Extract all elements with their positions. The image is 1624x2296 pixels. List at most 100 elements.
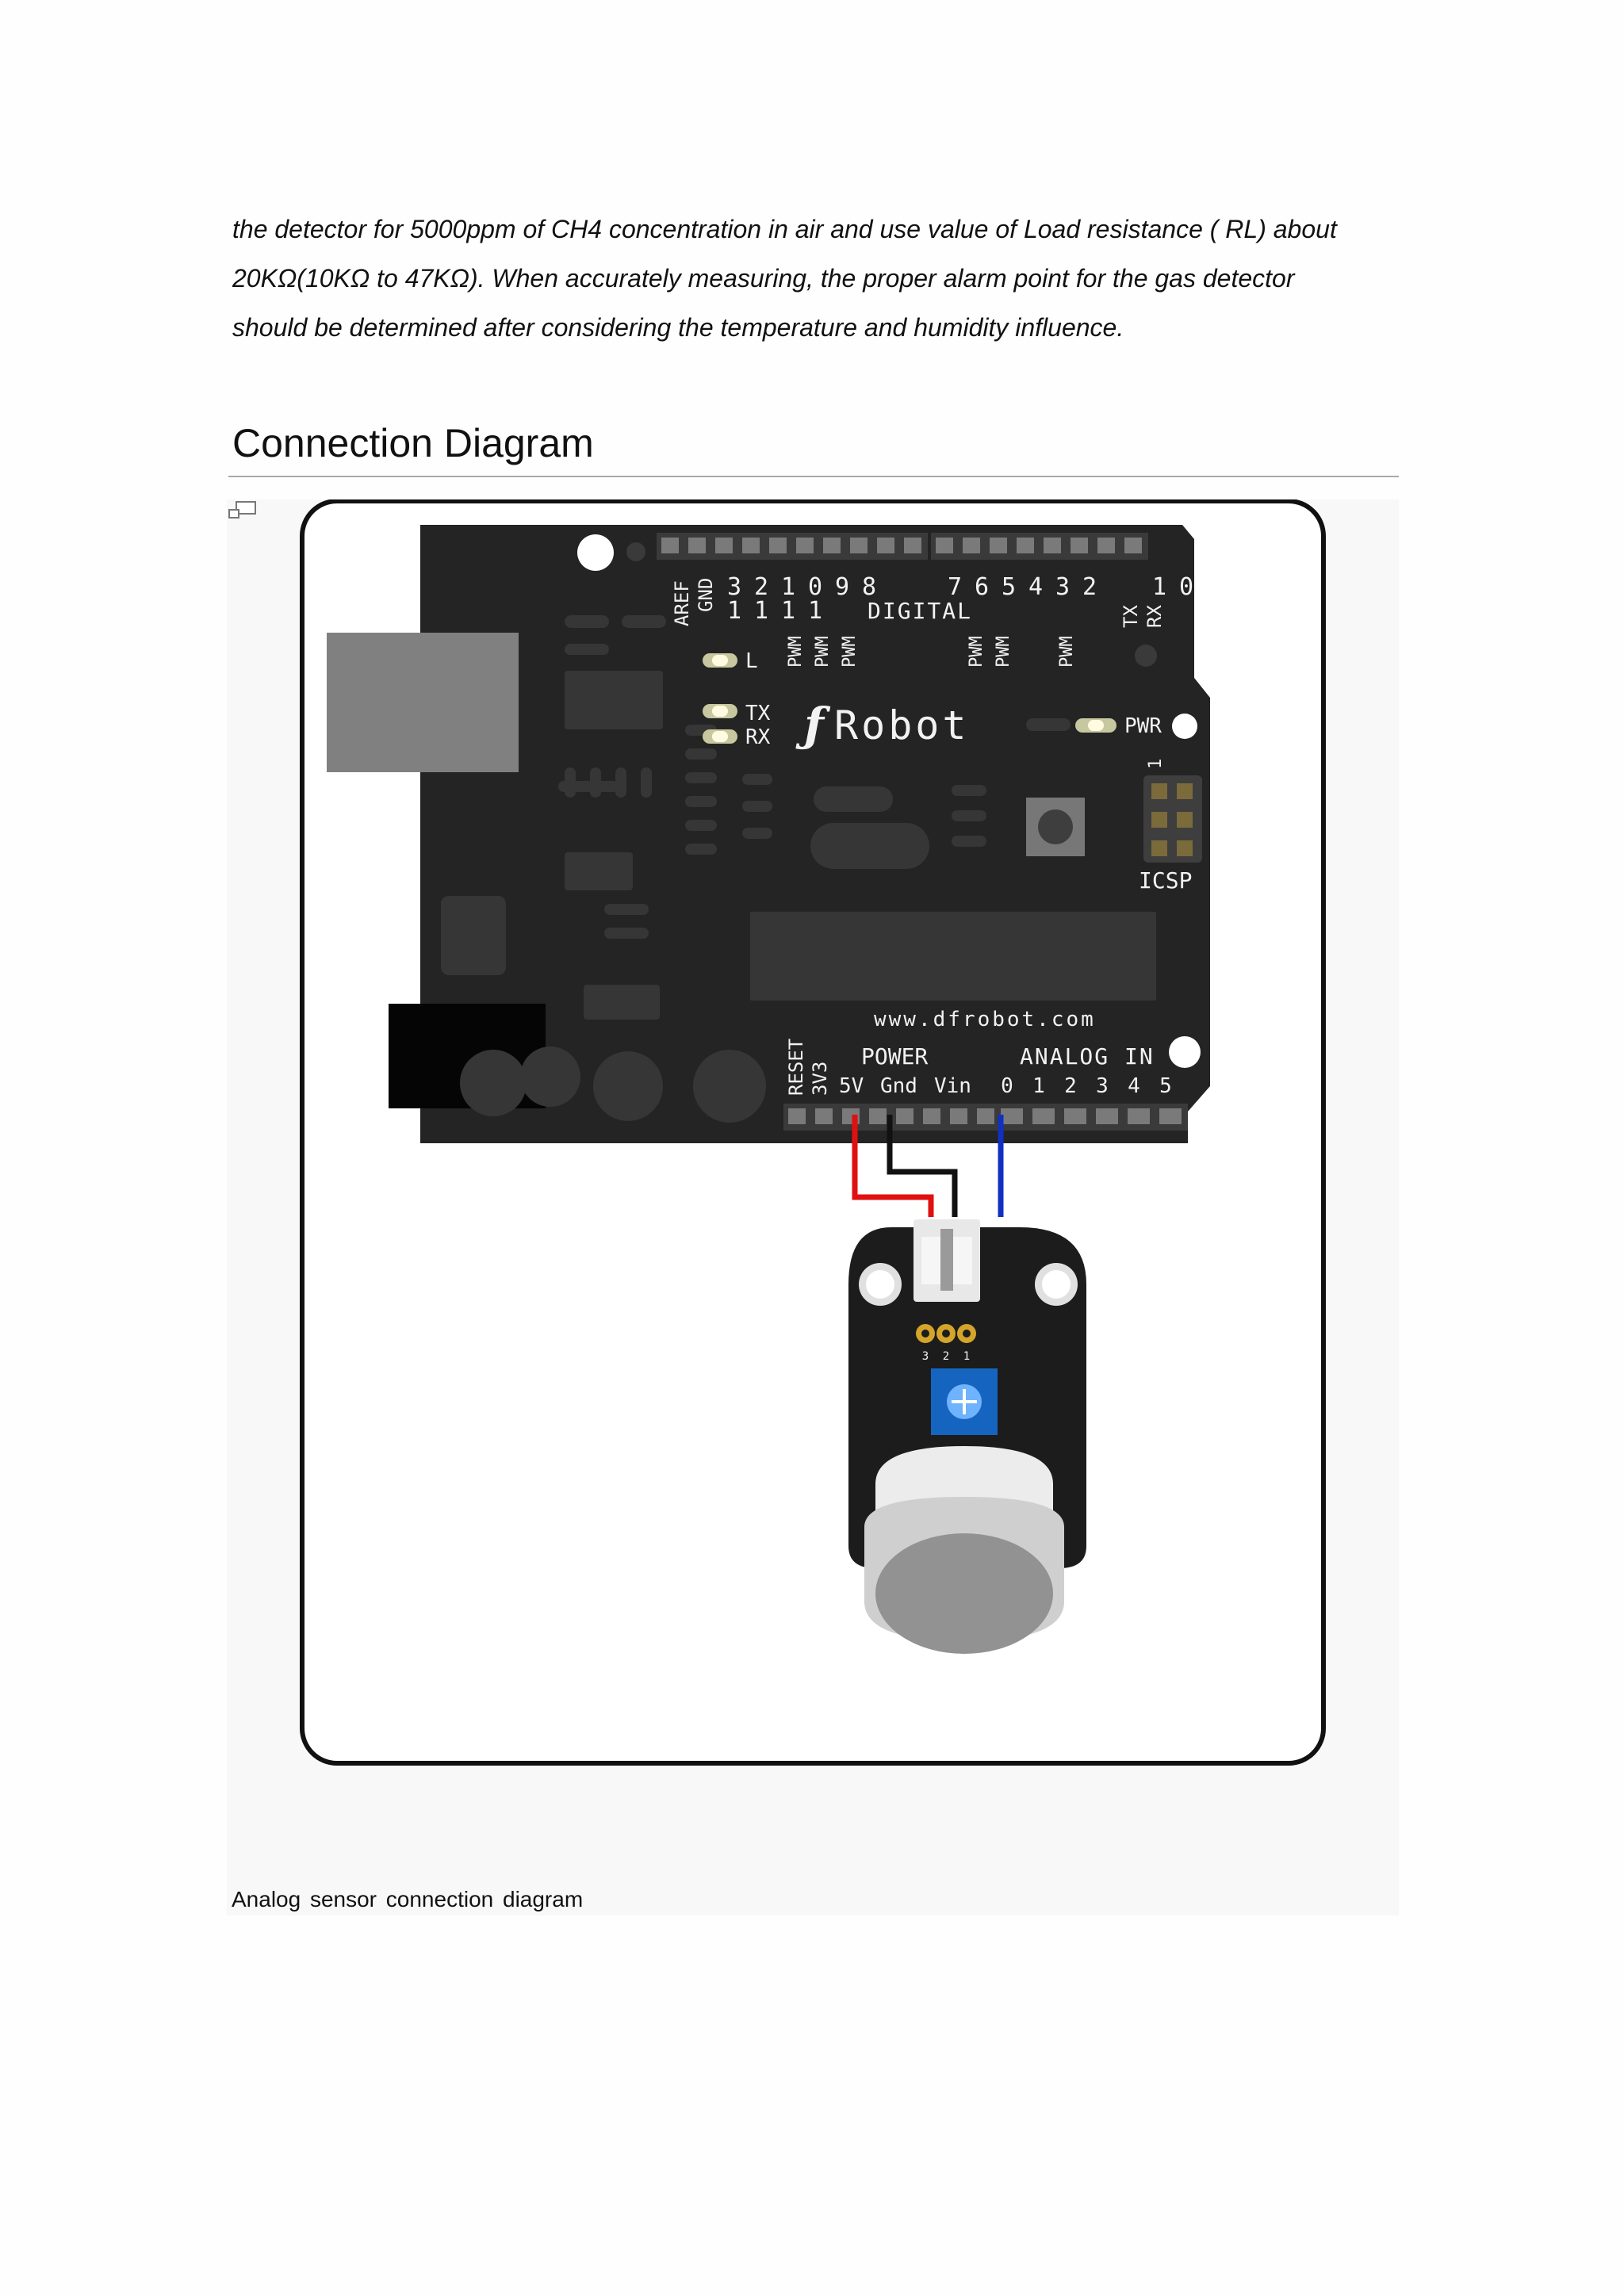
header-pin: [1124, 538, 1142, 553]
icsp-pin1-label: 1: [1146, 759, 1166, 769]
wire-vcc: [852, 1115, 934, 1217]
header-pin: [1159, 1108, 1182, 1124]
header-pin: [1128, 1108, 1150, 1124]
digital-pin-number: 2: [754, 573, 768, 601]
led-tx-label: TX: [745, 702, 771, 725]
header-pin: [904, 538, 921, 553]
header-pin: [877, 538, 894, 553]
led-indicators: [703, 653, 1116, 744]
section-heading: Connection Diagram: [232, 421, 594, 465]
header-pin: [896, 1108, 914, 1124]
header-pin: [715, 538, 733, 553]
pwm-label: PWM: [1057, 636, 1077, 668]
gas-sensor-cap: [875, 1533, 1053, 1654]
header-pin: [923, 1108, 940, 1124]
digital-pin-number: 0: [1179, 573, 1193, 601]
gas-sensor-module: 3 2 1: [848, 1219, 1086, 1654]
analog-pin-number: 2: [1064, 1074, 1077, 1098]
wire-gnd: [887, 1115, 958, 1217]
header-pin: [977, 1108, 994, 1124]
digital-pin-number: 1: [1152, 573, 1166, 601]
digital-pin-number: 0: [808, 573, 822, 601]
usb-connector: [327, 633, 519, 772]
header-pin: [1032, 1108, 1055, 1124]
analog-pin-number: 4: [1128, 1074, 1140, 1098]
header-pin: [823, 538, 841, 553]
board-components: [441, 615, 1156, 1123]
header-pin: [1064, 1108, 1086, 1124]
header-pin: [1071, 538, 1088, 553]
icsp-header: [1143, 775, 1202, 863]
paragraph-line: should be determined after considering t…: [232, 313, 1124, 342]
analog-pin-number: 3: [1096, 1074, 1109, 1098]
board-via: [626, 542, 645, 561]
digital-pin-number: 1: [781, 573, 795, 601]
header-pin: [850, 538, 868, 553]
header-pin: [950, 1108, 967, 1124]
body-paragraph: the detector for 5000ppm of CH4 concentr…: [232, 205, 1406, 352]
aref-label: AREF: [671, 580, 693, 626]
header-pin: [1097, 538, 1115, 553]
header-pin: [990, 538, 1007, 553]
brand-name: Robot: [834, 702, 970, 748]
analog-header-strip: [996, 1104, 1188, 1131]
digital-pin-number: 7: [948, 573, 962, 601]
digital-pin-number-prefix: 1: [781, 597, 795, 625]
board-via: [1135, 645, 1157, 667]
digital-pin-number: 6: [975, 573, 989, 601]
digital-pin-number: 3: [727, 573, 741, 601]
header-pin: [963, 538, 980, 553]
digital-pin-number-prefix: 1: [754, 597, 768, 625]
v33-label: 3V3: [809, 1062, 831, 1096]
rx-top-label: RX: [1143, 605, 1166, 628]
paragraph-line: the detector for 5000ppm of CH4 concentr…: [232, 215, 1337, 243]
header-pin: [1044, 538, 1061, 553]
figure-caption: Analog sensor connection diagram: [232, 1887, 584, 1911]
pin-gnd-label: Gnd: [880, 1074, 917, 1098]
paragraph-line: 20KΩ(10KΩ to 47KΩ). When accurately meas…: [232, 264, 1295, 293]
pwm-label: PWM: [994, 636, 1013, 668]
pwm-label: PWM: [786, 636, 806, 668]
tx-top-label: TX: [1120, 605, 1142, 628]
reset-label: RESET: [785, 1039, 807, 1096]
header-pin: [1001, 1108, 1023, 1124]
digital-pin-number: 9: [835, 573, 849, 601]
mounting-hole: [1172, 714, 1197, 739]
digital-pin-number: 2: [1082, 573, 1097, 601]
header-pin: [769, 538, 787, 553]
digital-pin-number: 5: [1002, 573, 1016, 601]
header-pin: [1096, 1108, 1118, 1124]
analog-pin-number: 0: [1001, 1074, 1013, 1098]
digital-label: DIGITAL: [868, 598, 972, 624]
header-pin: [742, 538, 760, 553]
image-placeholder-icon: [228, 501, 256, 519]
pwm-label: PWM: [967, 636, 986, 668]
sensor-pin-label: 2: [943, 1350, 949, 1363]
header-pin: [815, 1108, 833, 1124]
digital-pin-number-prefix: 1: [727, 597, 741, 625]
led-l-label: L: [745, 649, 758, 673]
dfrobot-logo: ƒ Robot: [795, 698, 970, 752]
mounting-hole: [577, 534, 614, 571]
power-analog-header: [783, 1104, 1188, 1131]
pwm-label: PWM: [813, 636, 833, 668]
analog-pin-number: 5: [1159, 1074, 1172, 1098]
section-divider: [228, 476, 1399, 477]
board-url: www.dfrobot.com: [874, 1008, 1096, 1031]
analog-in-label: ANALOG IN: [1020, 1043, 1155, 1070]
digital-pin-number: 8: [862, 573, 876, 601]
pwr-label: PWR: [1124, 714, 1162, 738]
gnd-label: GND: [695, 578, 717, 612]
led-rx-label: RX: [745, 725, 771, 749]
header-pin: [661, 538, 679, 553]
mounting-hole: [1169, 1036, 1201, 1068]
analog-pin-number: 1: [1032, 1074, 1045, 1098]
sensor-pin-label: 3: [922, 1350, 929, 1363]
pin-5v-label: 5V: [839, 1074, 864, 1098]
